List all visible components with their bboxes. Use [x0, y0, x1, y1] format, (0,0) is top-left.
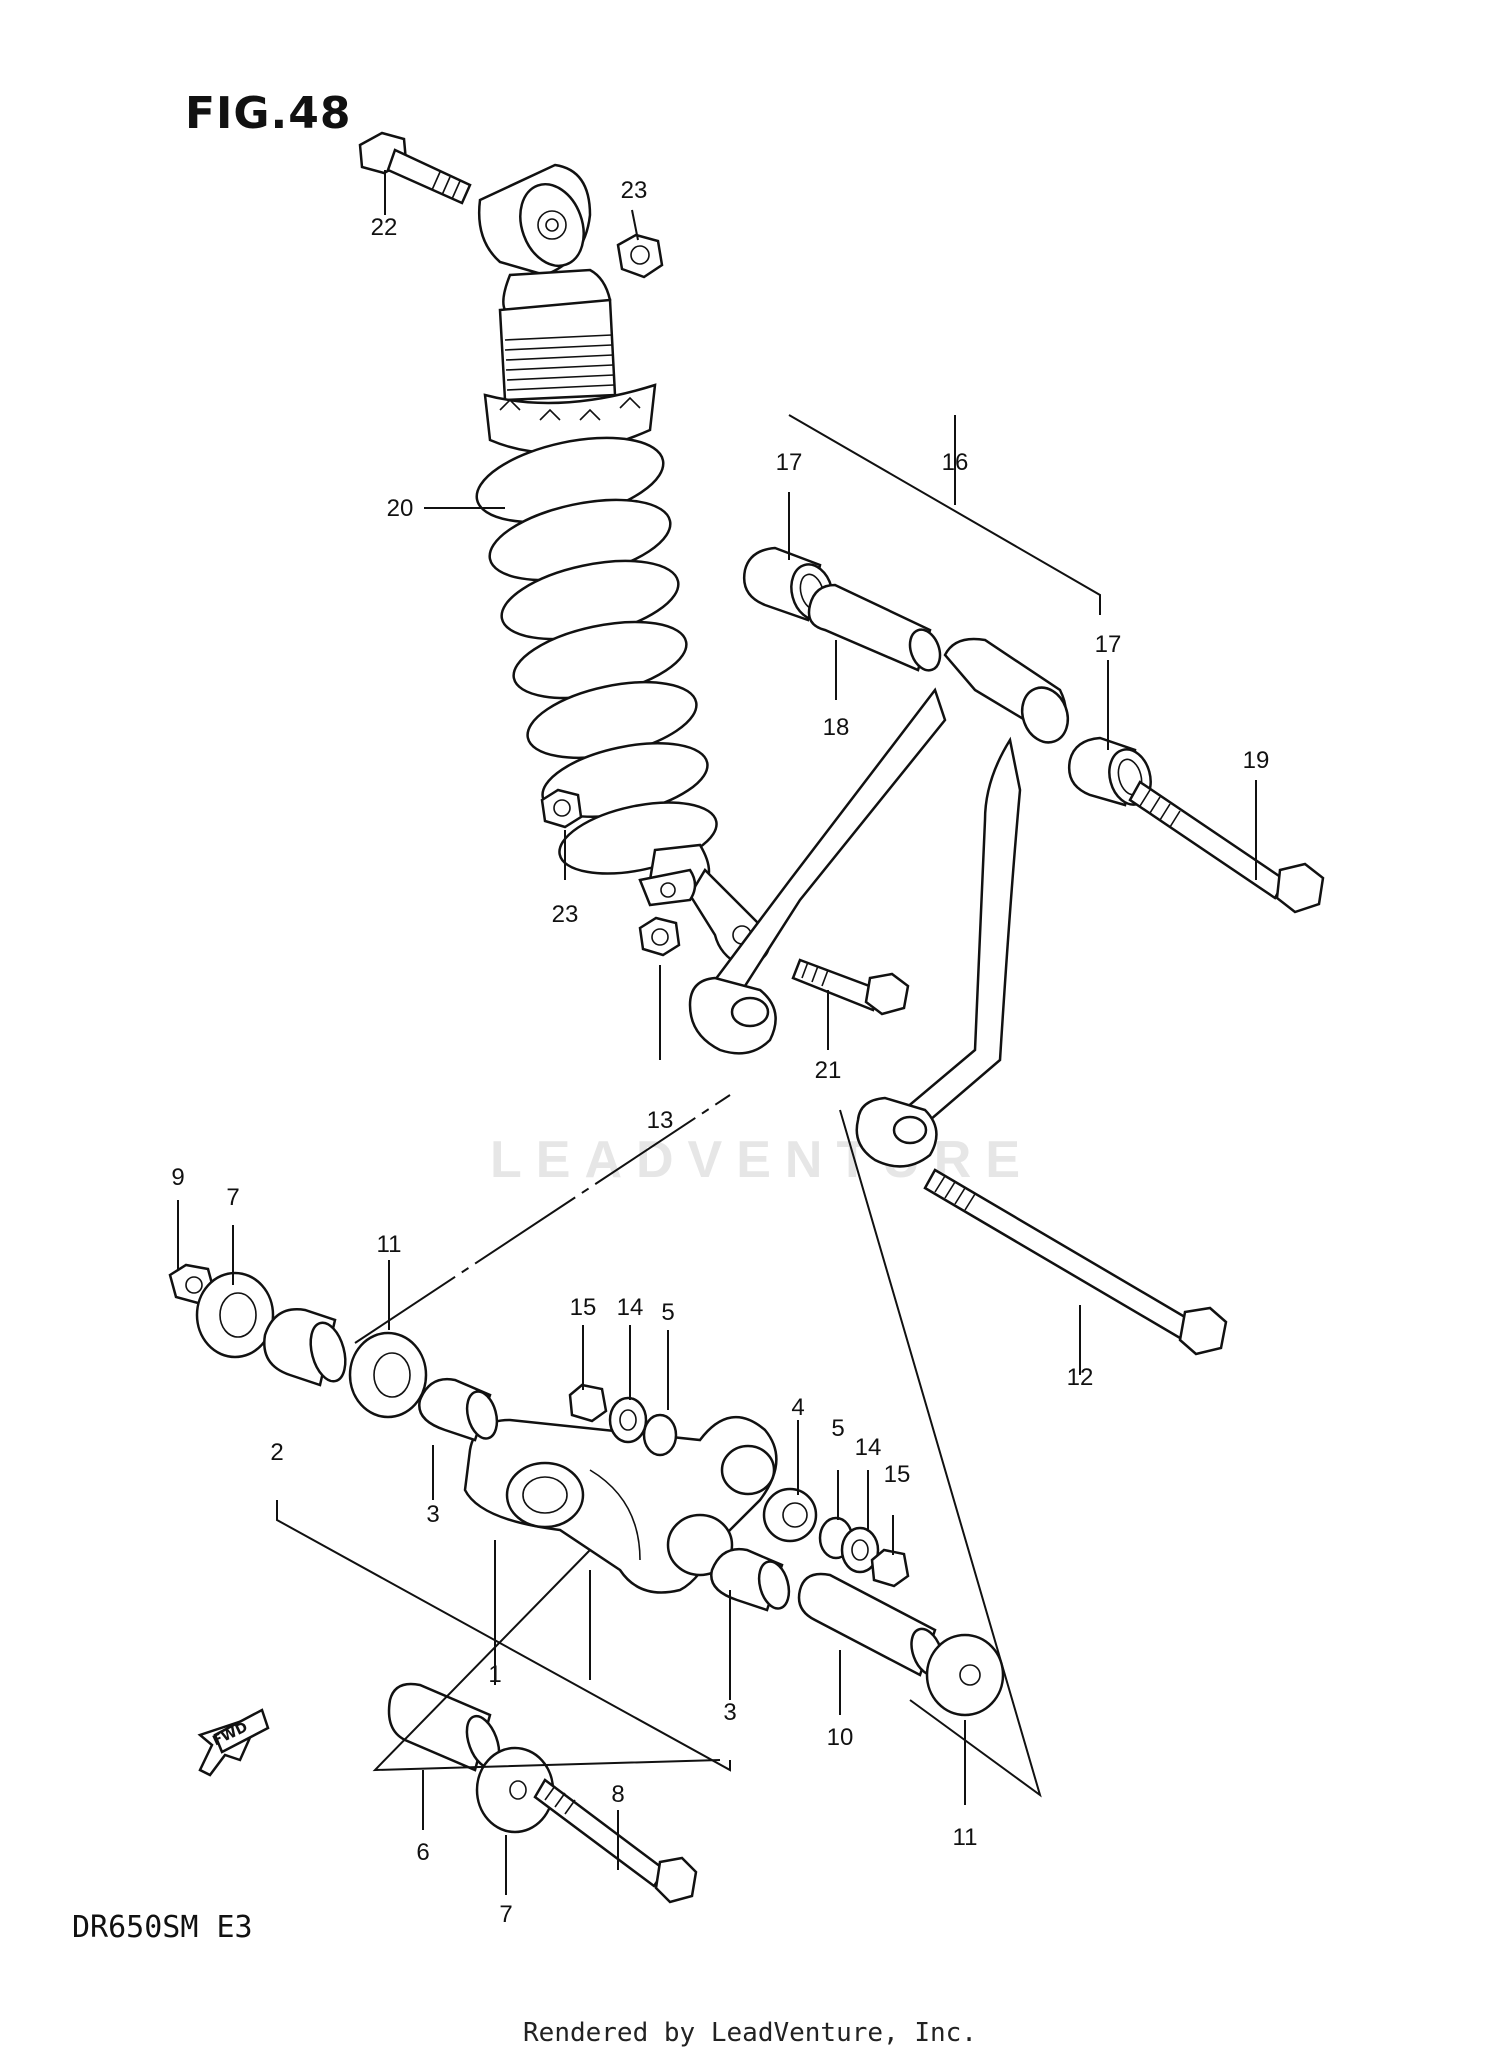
nut-15-right[interactable] [870, 1548, 910, 1588]
callout-7-top: 7 [226, 1184, 239, 1211]
bolt-12[interactable] [923, 1168, 1228, 1356]
callout-11-top: 11 [377, 1231, 402, 1258]
callout-5-top: 5 [661, 1299, 674, 1326]
callout-21: 22 [371, 214, 398, 241]
callout-3-lower: 3 [723, 1699, 736, 1726]
callout-11-bottom: 11 [953, 1824, 978, 1851]
callout-18: 18 [823, 714, 850, 741]
nut-23-top[interactable] [616, 233, 664, 279]
bearing-3-lower[interactable] [710, 1547, 793, 1612]
callout-9: 9 [171, 1164, 184, 1191]
callout-10: 10 [827, 1724, 854, 1751]
callout-19: 19 [1243, 747, 1270, 774]
washer-11-bottom[interactable] [925, 1633, 1005, 1717]
callout-8: 8 [611, 1781, 624, 1808]
spacer-18[interactable] [807, 583, 945, 675]
bolt-21[interactable] [358, 131, 472, 205]
figure-title: FIG.48 [185, 88, 352, 139]
callout-23-top: 23 [621, 177, 648, 204]
nut-15-top[interactable] [568, 1383, 608, 1423]
callout-14-top: 14 [617, 1294, 644, 1321]
bolt-8[interactable] [533, 1778, 698, 1904]
callout-1: 1 [488, 1661, 501, 1688]
callout-17-left: 17 [776, 449, 803, 476]
callout-13: 13 [647, 1107, 674, 1134]
washer-14-right[interactable] [840, 1526, 880, 1574]
seal-11-top[interactable] [348, 1331, 428, 1419]
bolt-19[interactable] [1128, 780, 1325, 914]
footer-credit: Rendered by LeadVenture, Inc. [523, 2018, 977, 2048]
bolt-22[interactable] [791, 958, 910, 1016]
callout-12: 12 [1067, 1364, 1094, 1391]
callout-2: 2 [270, 1439, 283, 1466]
shock-absorber[interactable] [469, 163, 771, 967]
bearing-3-upper[interactable] [418, 1377, 501, 1442]
spacer-10[interactable] [797, 1572, 948, 1679]
callout-3-upper: 3 [426, 1501, 439, 1528]
cushion-rod-16[interactable] [688, 637, 1075, 1168]
model-code: DR650SM E3 [72, 1910, 253, 1945]
callout-23-lower: 23 [552, 901, 579, 928]
callout-22: 21 [815, 1057, 842, 1084]
bearing-4[interactable] [762, 1487, 818, 1543]
callout-20: 20 [387, 495, 414, 522]
callout-16: 16 [942, 449, 969, 476]
callout-17-right: 17 [1095, 631, 1122, 658]
spacer-6[interactable] [387, 1682, 505, 1772]
callout-15-right: 15 [884, 1461, 911, 1488]
callout-5-right: 5 [831, 1415, 844, 1442]
callout-15-top: 15 [570, 1294, 597, 1321]
oring-5-top[interactable] [642, 1413, 678, 1457]
callout-6: 6 [416, 1839, 429, 1866]
forward-arrow-icon [197, 1708, 270, 1777]
callout-7-bottom: 7 [499, 1901, 512, 1928]
nut-13[interactable] [638, 916, 681, 957]
leader-lines [177, 170, 1257, 1895]
callout-labels: 22 23 20 17 16 17 18 19 23 21 13 9 7 11 … [171, 177, 1269, 1928]
washer-14-top[interactable] [608, 1396, 648, 1444]
washer-7-top[interactable] [195, 1271, 275, 1359]
cushion-lever-1[interactable] [463, 1415, 778, 1594]
nut-23-lower[interactable] [540, 788, 583, 829]
bearing-2[interactable] [263, 1308, 351, 1387]
callout-14-right: 14 [855, 1434, 882, 1461]
callout-4: 4 [791, 1394, 804, 1421]
